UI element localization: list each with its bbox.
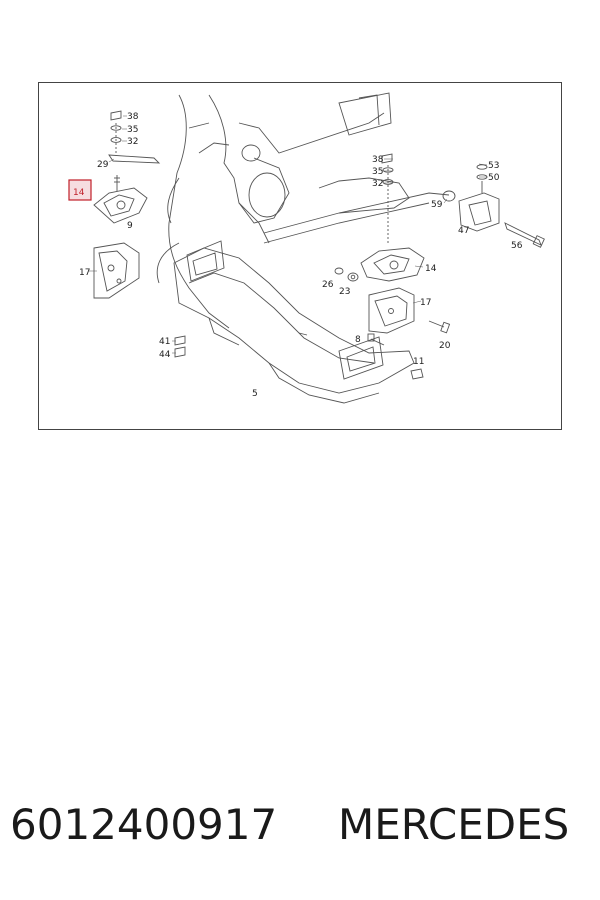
callout-5: 5 bbox=[252, 389, 258, 399]
callout-32-left: 32 bbox=[127, 137, 138, 147]
brand-name: MERCEDES bbox=[338, 800, 570, 849]
fasteners bbox=[174, 267, 451, 380]
callout-17-left: 17 bbox=[79, 268, 90, 278]
callout-56: 56 bbox=[511, 241, 523, 251]
callout-29: 29 bbox=[97, 160, 109, 170]
parts-diagram: 14 38 35 32 29 9 17 41 44 38 35 32 53 50… bbox=[38, 82, 562, 430]
callout-35-center: 35 bbox=[372, 167, 383, 177]
callout-50: 50 bbox=[488, 173, 500, 183]
transmission-mount-right bbox=[442, 164, 545, 248]
washer-stack-left bbox=[108, 110, 161, 164]
leader-lines bbox=[89, 115, 488, 354]
product-caption: 6012400917 MERCEDES bbox=[0, 800, 600, 860]
mounting-bracket-center bbox=[368, 287, 415, 334]
callout-41: 41 bbox=[159, 337, 170, 347]
callout-11: 11 bbox=[413, 357, 424, 367]
callout-8: 8 bbox=[355, 335, 361, 345]
callout-9: 9 bbox=[127, 221, 133, 231]
callout-14-center: 14 bbox=[425, 264, 437, 274]
callout-17-center: 17 bbox=[420, 298, 431, 308]
callout-44: 44 bbox=[159, 350, 171, 360]
washer-stack-center bbox=[381, 153, 394, 243]
callout-38-center: 38 bbox=[372, 155, 384, 165]
highlight-box bbox=[68, 179, 92, 201]
crossmember-frame bbox=[173, 240, 415, 404]
engine-mount-center bbox=[360, 247, 425, 282]
mounting-bracket-left bbox=[93, 242, 140, 299]
callout-26: 26 bbox=[322, 280, 334, 290]
engine-block-outline bbox=[156, 92, 450, 329]
callout-47: 47 bbox=[458, 226, 469, 236]
callout-14-highlighted: 14 bbox=[73, 188, 85, 198]
callout-32-center: 32 bbox=[372, 179, 383, 189]
part-number: 6012400917 bbox=[10, 800, 278, 849]
callout-53: 53 bbox=[488, 161, 499, 171]
callout-35-left: 35 bbox=[127, 125, 138, 135]
callout-20: 20 bbox=[439, 341, 451, 351]
callout-59: 59 bbox=[431, 200, 443, 210]
engine-mount-left bbox=[93, 175, 148, 224]
callout-38-left: 38 bbox=[127, 112, 139, 122]
engine-mount-exploded-view: 14 38 35 32 29 9 17 41 44 38 35 32 53 50… bbox=[68, 92, 545, 404]
callout-23: 23 bbox=[339, 287, 350, 297]
